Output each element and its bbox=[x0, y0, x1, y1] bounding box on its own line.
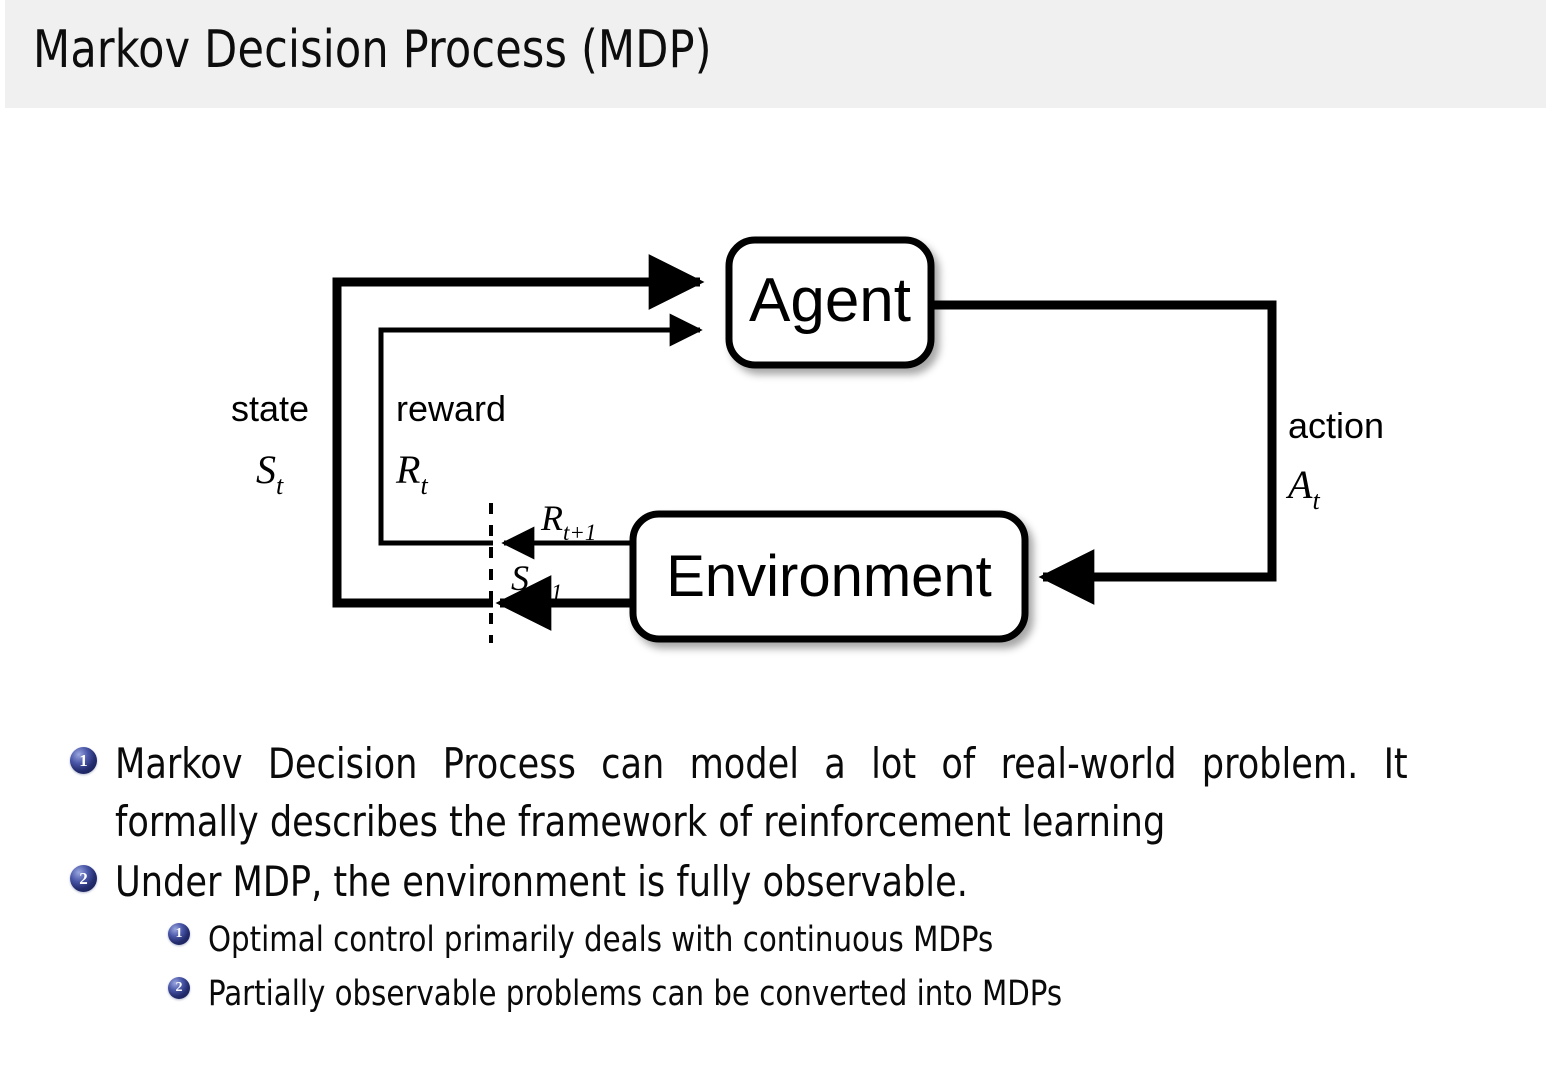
state-symbol-subscript: t bbox=[276, 471, 284, 500]
action-label-word: action bbox=[1288, 405, 1384, 446]
action-label-group: action At bbox=[1285, 405, 1384, 515]
list-item-text: Under MDP, the environment is fully obse… bbox=[115, 853, 1408, 911]
svg-text:At: At bbox=[1285, 462, 1320, 515]
list-item: 1 Optimal control primarily deals with c… bbox=[0, 913, 1546, 967]
reward-feedback-path bbox=[378, 313, 703, 546]
list-item-text: Partially observable problems can be con… bbox=[208, 967, 1062, 1021]
bullet-number-badge: 1 bbox=[70, 747, 97, 774]
bullet-number-badge: 1 bbox=[168, 923, 190, 945]
next-state-base: S bbox=[511, 558, 529, 598]
list-item-text: Markov Decision Process can model a lot … bbox=[115, 735, 1408, 851]
agent-node-label: Agent bbox=[749, 266, 911, 335]
list-item-line: Optimal control primarily deals with con… bbox=[208, 920, 994, 960]
action-path bbox=[931, 300, 1277, 605]
list-item-line: Markov Decision Process can model a lot … bbox=[115, 739, 1408, 788]
svg-text:Rt+1: Rt+1 bbox=[540, 498, 596, 545]
list-item-line: formally describes the framework of rein… bbox=[115, 797, 1166, 846]
next-reward-base: R bbox=[540, 498, 563, 538]
state-label-group: state St bbox=[231, 388, 309, 500]
agent-node: Agent bbox=[725, 236, 935, 369]
state-feedback-path bbox=[332, 254, 705, 608]
reward-label-group: reward Rt bbox=[395, 388, 506, 500]
list-item-line: Under MDP, the environment is fully obse… bbox=[115, 857, 968, 906]
environment-node-label: Environment bbox=[666, 544, 992, 609]
reward-label-word: reward bbox=[396, 388, 506, 429]
state-symbol-base: S bbox=[256, 447, 276, 492]
list-item: 1 Markov Decision Process can model a lo… bbox=[0, 735, 1546, 851]
environment-node: Environment bbox=[629, 510, 1029, 643]
next-state-label-group: St+1 bbox=[511, 558, 562, 605]
mdp-agent-environment-diagram: Agent Environment state St reward Rt act… bbox=[0, 108, 1546, 708]
svg-text:St: St bbox=[256, 447, 284, 500]
reward-symbol-base: R bbox=[395, 447, 420, 492]
svg-text:Rt: Rt bbox=[395, 447, 428, 500]
next-reward-label-group: Rt+1 bbox=[540, 498, 596, 545]
state-label-word: state bbox=[231, 388, 309, 429]
svg-text:St+1: St+1 bbox=[511, 558, 562, 605]
list-item: 2 Partially observable problems can be c… bbox=[0, 967, 1546, 1021]
bullet-number-badge: 2 bbox=[168, 977, 190, 999]
action-symbol-base: A bbox=[1285, 462, 1313, 507]
list-item: 2 Under MDP, the environment is fully ob… bbox=[0, 853, 1546, 911]
slide-header-band: Markov Decision Process (MDP) bbox=[5, 0, 1546, 108]
list-item-text: Optimal control primarily deals with con… bbox=[208, 913, 993, 967]
bullet-list: 1 Markov Decision Process can model a lo… bbox=[0, 735, 1546, 1021]
page-title: Markov Decision Process (MDP) bbox=[33, 20, 712, 80]
bullet-number-badge: 2 bbox=[70, 865, 97, 892]
reward-symbol-subscript: t bbox=[420, 471, 428, 500]
list-item-line: Partially observable problems can be con… bbox=[208, 974, 1063, 1014]
next-state-subscript: t+1 bbox=[529, 580, 562, 605]
next-reward-subscript: t+1 bbox=[563, 520, 596, 545]
action-symbol-subscript: t bbox=[1312, 486, 1320, 515]
